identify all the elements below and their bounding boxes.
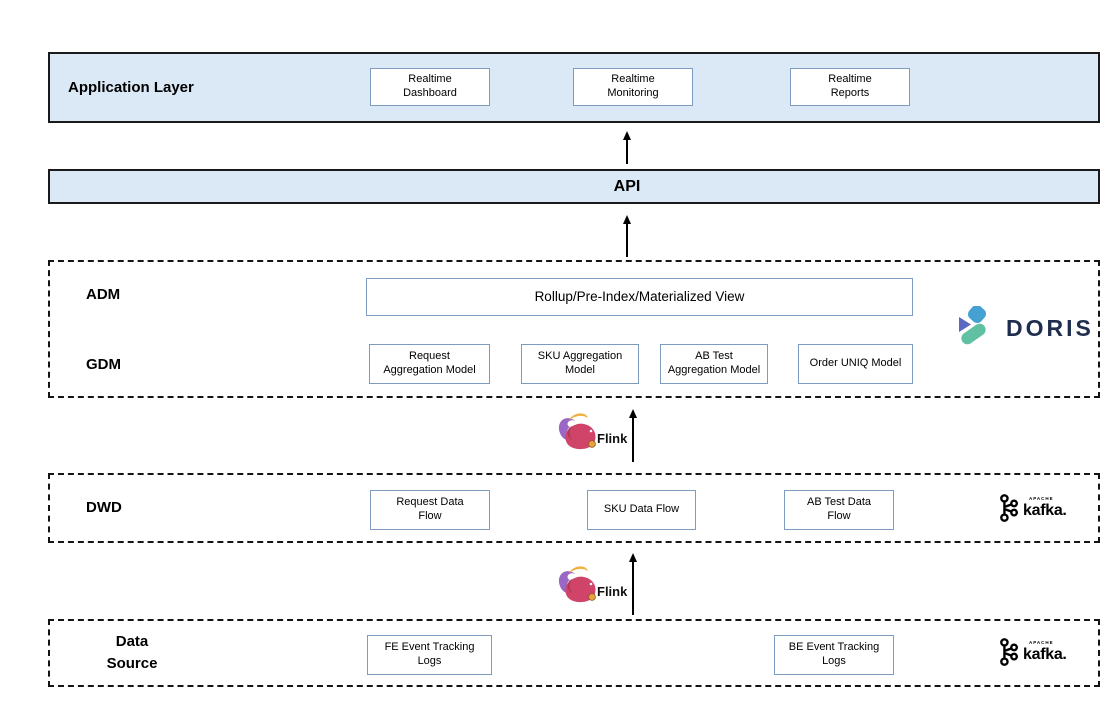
arrow-adm-to-api: [623, 215, 631, 257]
node-be-event-tracking-logs: BE Event Tracking Logs: [774, 635, 894, 675]
application-layer-label: Application Layer: [68, 79, 194, 96]
gdm-label: GDM: [86, 356, 121, 373]
node-request-data-flow: Request Data Flow: [370, 490, 490, 530]
dwd-layer: DWD Request Data Flow SKU Data Flow AB T…: [48, 473, 1100, 543]
arrow-api-to-application: [623, 131, 631, 164]
flink-icon: [556, 411, 600, 458]
node-rollup-preindex-materialized-view: Rollup/Pre-Index/Materialized View: [366, 278, 913, 316]
adm-label: ADM: [86, 286, 121, 303]
node-sku-aggregation-model: SKU Aggregation Model: [521, 344, 639, 384]
api-layer: API: [48, 169, 1100, 204]
kafka-icon: [1000, 494, 1018, 522]
kafka-apache-label: APACHE: [1029, 496, 1054, 502]
node-ab-test-data-flow: AB Test Data Flow: [784, 490, 894, 530]
node-ab-test-aggregation-model: AB Test Aggregation Model: [660, 344, 768, 384]
doris-wordmark: DORIS: [1006, 314, 1094, 341]
kafka-logo-dwd: APACHE kafka.: [998, 492, 1067, 524]
kafka-wordmark: kafka.: [1023, 645, 1067, 663]
node-order-uniq-model: Order UNIQ Model: [798, 344, 913, 384]
kafka-apache-label: APACHE: [1029, 640, 1054, 646]
node-realtime-monitoring: Realtime Monitoring: [573, 68, 693, 106]
api-layer-label: API: [613, 177, 641, 195]
dwd-label: DWD: [86, 499, 122, 516]
kafka-logo-datasource: APACHE kafka.: [998, 636, 1067, 668]
node-realtime-dashboard: Realtime Dashboard: [370, 68, 490, 106]
node-request-aggregation-model: Request Aggregation Model: [369, 344, 490, 384]
data-source-label: Data Source: [106, 633, 158, 672]
kafka-icon: [1000, 638, 1018, 666]
node-sku-data-flow: SKU Data Flow: [587, 490, 696, 530]
flink-label: Flink: [597, 584, 628, 599]
flink-label: Flink: [597, 431, 628, 446]
kafka-wordmark: kafka.: [1023, 501, 1067, 519]
doris-logo: DORIS: [956, 306, 1094, 350]
adm-gdm-layer: ADM GDM Rollup/Pre-Index/Materialized Vi…: [48, 260, 1100, 398]
arrow-dwd-to-adm: [629, 409, 637, 462]
doris-icon: [959, 306, 987, 345]
node-realtime-reports: Realtime Reports: [790, 68, 910, 106]
arrow-datasource-to-dwd: [629, 553, 637, 615]
data-source-layer: Data Source FE Event Tracking Logs BE Ev…: [48, 619, 1100, 687]
application-layer: Application Layer Realtime Dashboard Rea…: [48, 52, 1100, 123]
node-fe-event-tracking-logs: FE Event Tracking Logs: [367, 635, 492, 675]
flink-icon: [556, 564, 600, 611]
